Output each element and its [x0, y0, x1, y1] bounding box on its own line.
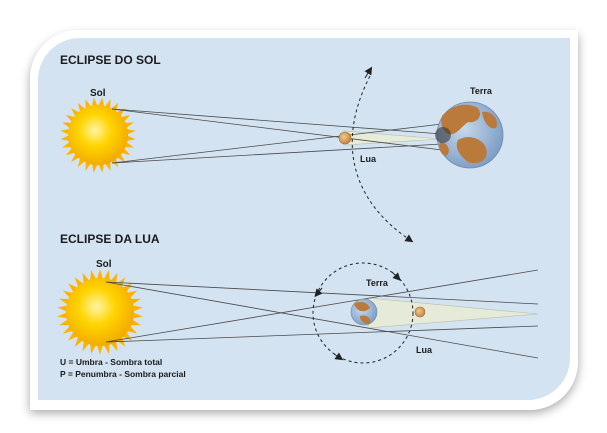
legend-penumbra: P = Penumbra - Sombra parcial [60, 369, 186, 379]
label-lua-bottom: Lua [416, 345, 433, 355]
legend-umbra: U = Umbra - Sombra total [60, 357, 162, 367]
title-lunar-eclipse: ECLIPSE DA LUA [60, 232, 160, 246]
orbit-arrow-3 [333, 352, 344, 361]
diagram-panel: ECLIPSE DO SOL Sol [38, 38, 570, 400]
moon-orbit-circle [312, 262, 414, 364]
earth-top [435, 101, 504, 169]
label-sol-top: Sol [90, 88, 106, 99]
orbit-arrow-1 [391, 271, 401, 281]
sun-bottom [57, 269, 143, 355]
earth-bottom [350, 298, 378, 326]
moon-bottom [414, 306, 426, 318]
frame: ECLIPSE DO SOL Sol [30, 30, 578, 408]
label-terra-bottom: Terra [366, 278, 389, 288]
moon-orbit-arc [351, 75, 414, 243]
title-solar-eclipse: ECLIPSE DO SOL [60, 53, 161, 67]
label-lua-top: Lua [360, 154, 377, 164]
orbit-arrow-top [364, 66, 373, 79]
moon-top [338, 131, 352, 145]
sun-top [60, 97, 136, 173]
label-sol-bottom: Sol [96, 259, 112, 270]
solar-eclipse-rays [111, 108, 443, 164]
eclipse-diagram: ECLIPSE DO SOL Sol [57, 53, 539, 379]
label-terra-top: Terra [470, 86, 493, 96]
orbit-arrow-2 [314, 287, 323, 298]
